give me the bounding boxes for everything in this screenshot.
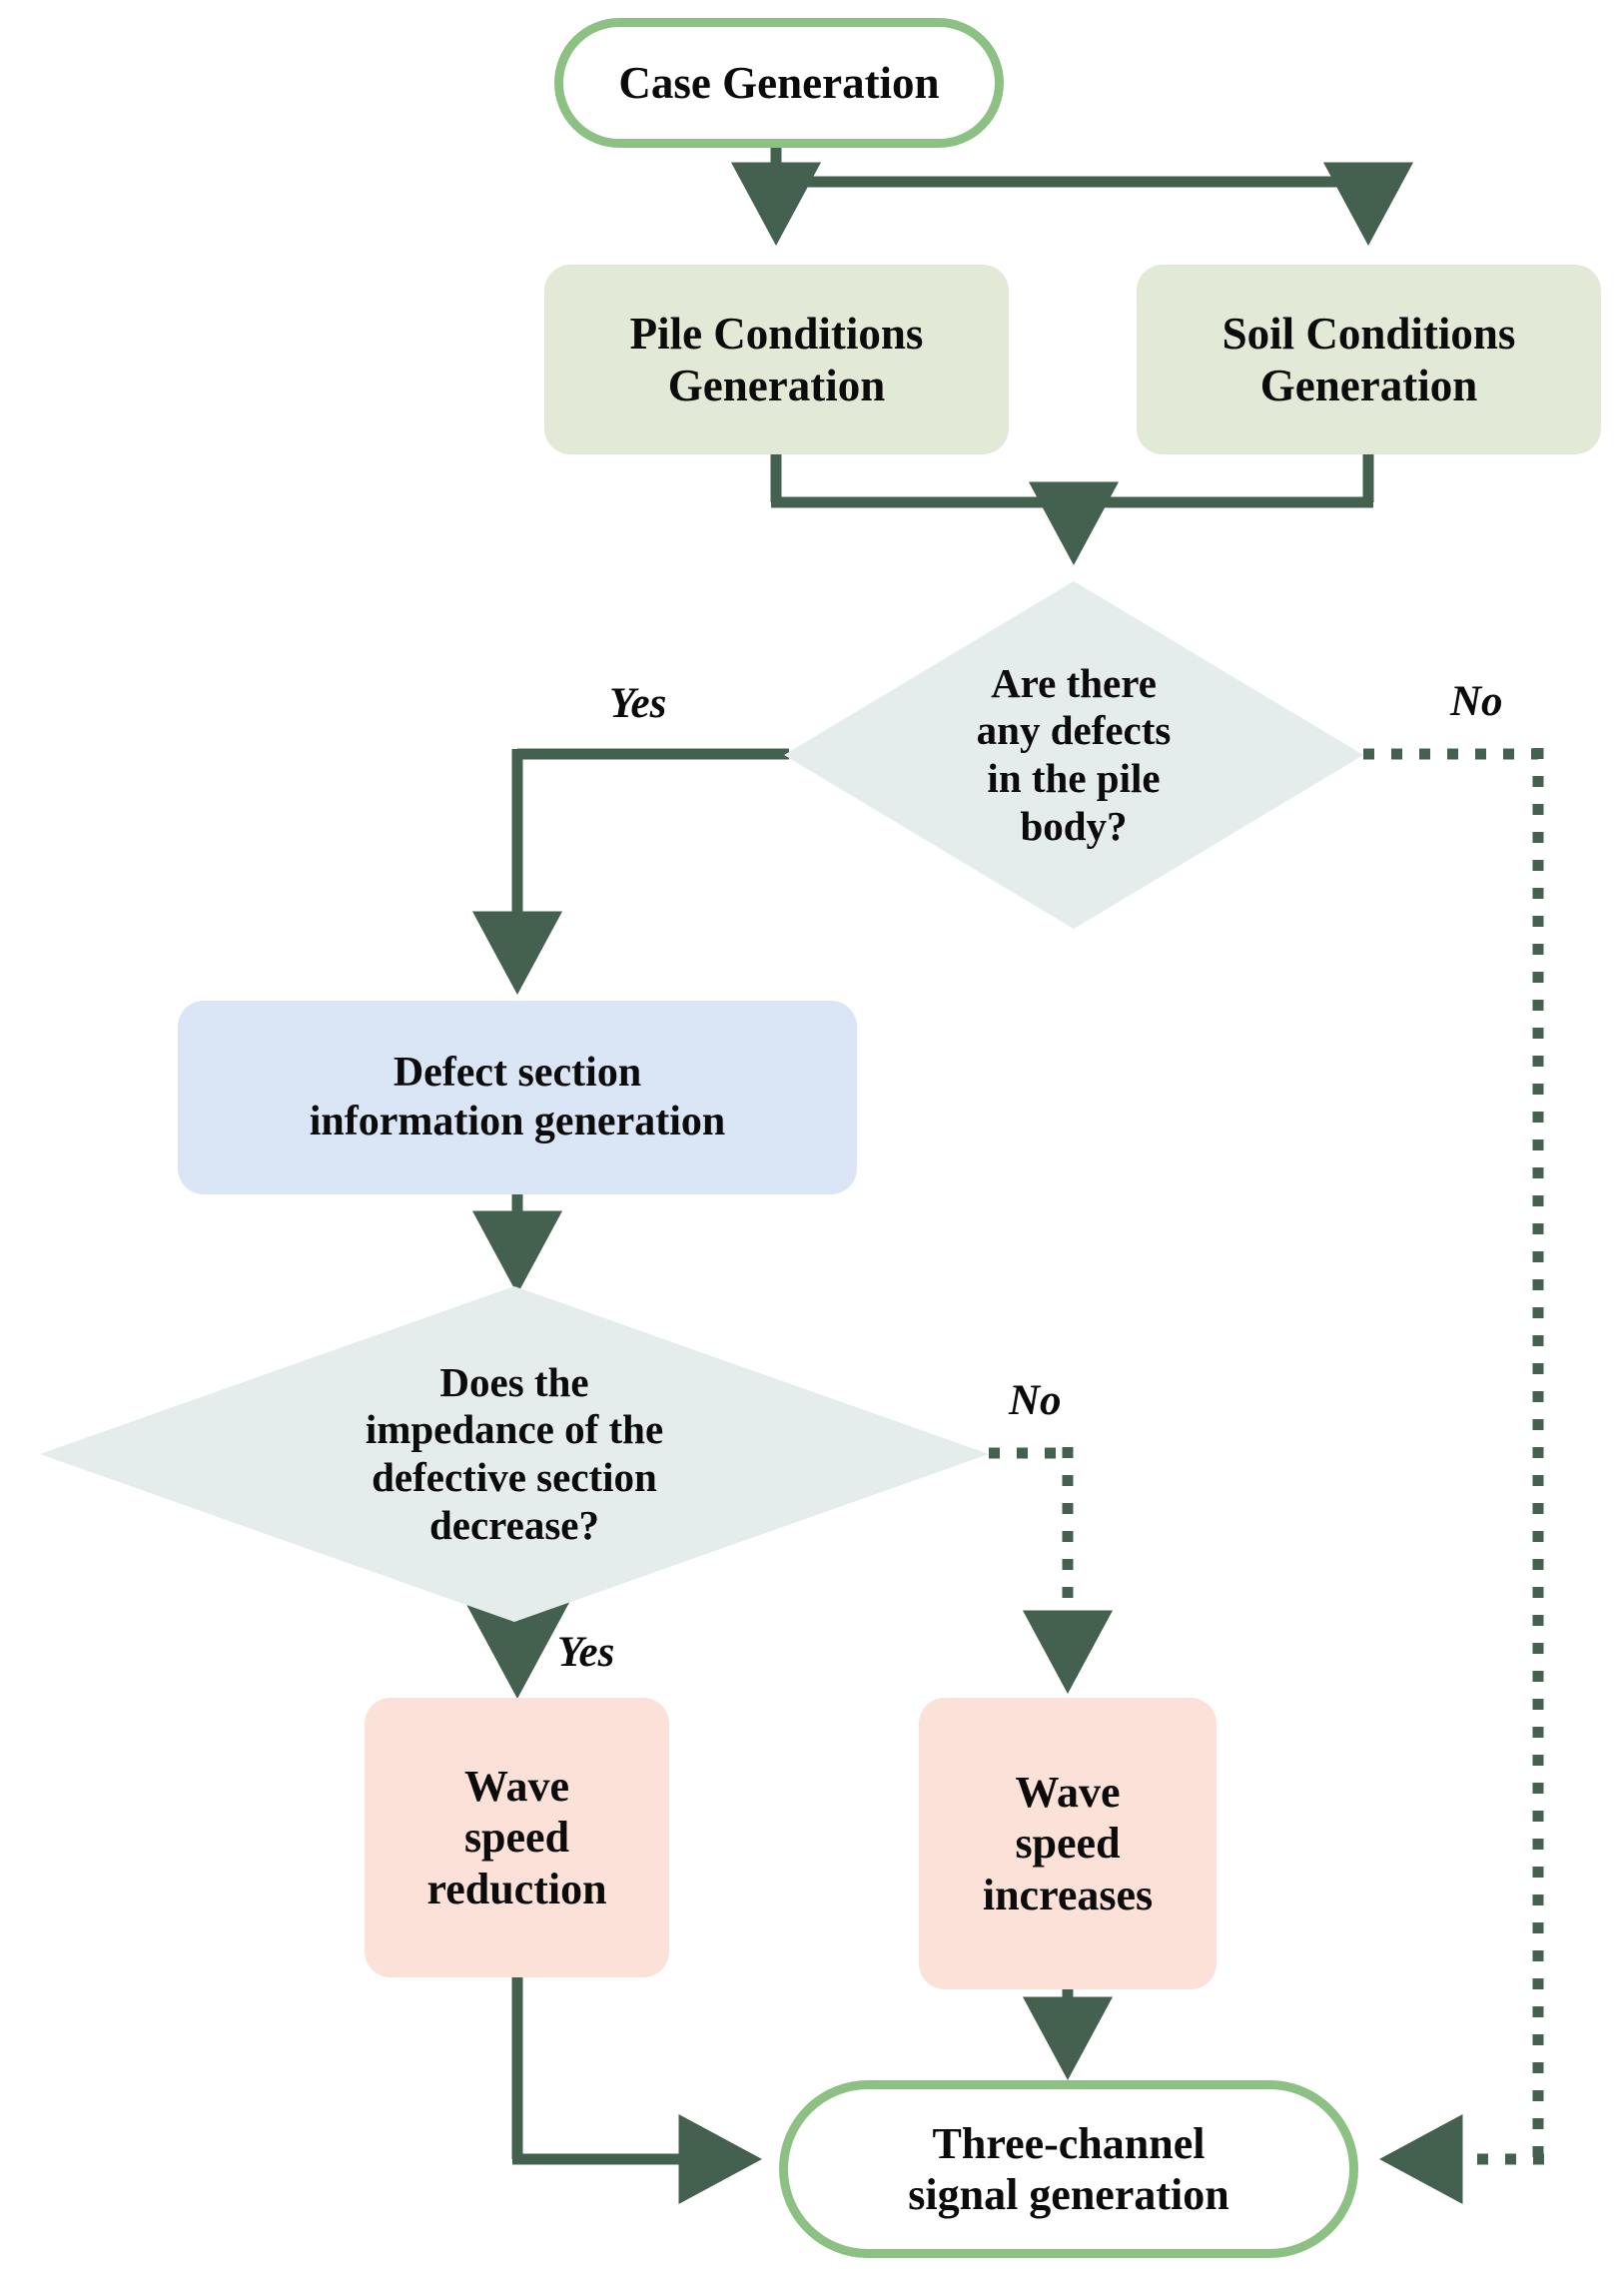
edge-impedance-no	[989, 1447, 1114, 1695]
node-wave-speed-reduction-line-2: speed	[463, 1813, 570, 1863]
edge-defects-yes	[471, 748, 789, 996]
node-defect-section-line-2: information generation	[309, 1099, 726, 1144]
node-defects-question-line-4: body?	[1020, 802, 1128, 849]
edge-defects-no	[1363, 748, 1544, 2205]
node-case-generation[interactable]: Case Generation	[554, 18, 1004, 148]
node-soil-conditions-generation[interactable]: Soil Conditions Generation	[1137, 265, 1601, 454]
node-three-channel-line-1: Three-channel	[932, 2118, 1206, 2168]
edge-label-impedance-no: No	[1009, 1377, 1062, 1424]
edge-label-defects-yes: Yes	[609, 680, 667, 727]
edge-case-to-conditions	[730, 147, 1414, 247]
edge-reduction-to-output	[511, 1977, 763, 2205]
node-pile-conditions-line-2: Generation	[667, 361, 886, 410]
node-wave-speed-increases[interactable]: Wave speed increases	[919, 1698, 1217, 1989]
node-defects-question-line-1: Are there	[991, 659, 1157, 706]
node-defects-question-line-2: any defects	[976, 707, 1172, 754]
node-impedance-question-line-1: Does the	[439, 1358, 589, 1405]
node-three-channel-signal-generation[interactable]: Three-channel signal generation	[779, 2080, 1358, 2258]
node-three-channel-line-2: signal generation	[908, 2170, 1229, 2219]
node-wave-speed-increases-line-1: Wave	[1015, 1768, 1121, 1818]
edge-label-defects-no: No	[1450, 678, 1503, 725]
node-wave-speed-increases-line-2: speed	[1015, 1819, 1121, 1869]
node-impedance-question-line-2: impedance of the	[365, 1406, 664, 1453]
node-wave-speed-reduction[interactable]: Wave speed reduction	[365, 1698, 669, 1977]
node-defect-section-line-1: Defect section	[393, 1050, 642, 1097]
node-case-generation-label: Case Generation	[618, 57, 940, 108]
node-wave-speed-reduction-line-3: reduction	[426, 1864, 607, 1913]
node-pile-conditions-line-1: Pile Conditions	[629, 308, 924, 359]
node-defects-question-line-3: in the pile	[987, 755, 1161, 801]
edge-label-impedance-yes: Yes	[557, 1629, 615, 1676]
node-wave-speed-increases-line-3: increases	[982, 1870, 1154, 1919]
node-soil-conditions-line-2: Generation	[1259, 361, 1478, 410]
node-impedance-question-line-4: decrease?	[428, 1501, 599, 1548]
node-impedance-question-line-3: defective section	[372, 1454, 657, 1500]
node-soil-conditions-line-1: Soil Conditions	[1221, 308, 1516, 359]
node-pile-conditions-generation[interactable]: Pile Conditions Generation	[544, 265, 1009, 454]
node-wave-speed-reduction-line-1: Wave	[463, 1762, 570, 1812]
node-defect-section-information[interactable]: Defect section information generation	[178, 1001, 857, 1194]
edge-conditions-to-defects-question	[770, 454, 1374, 566]
